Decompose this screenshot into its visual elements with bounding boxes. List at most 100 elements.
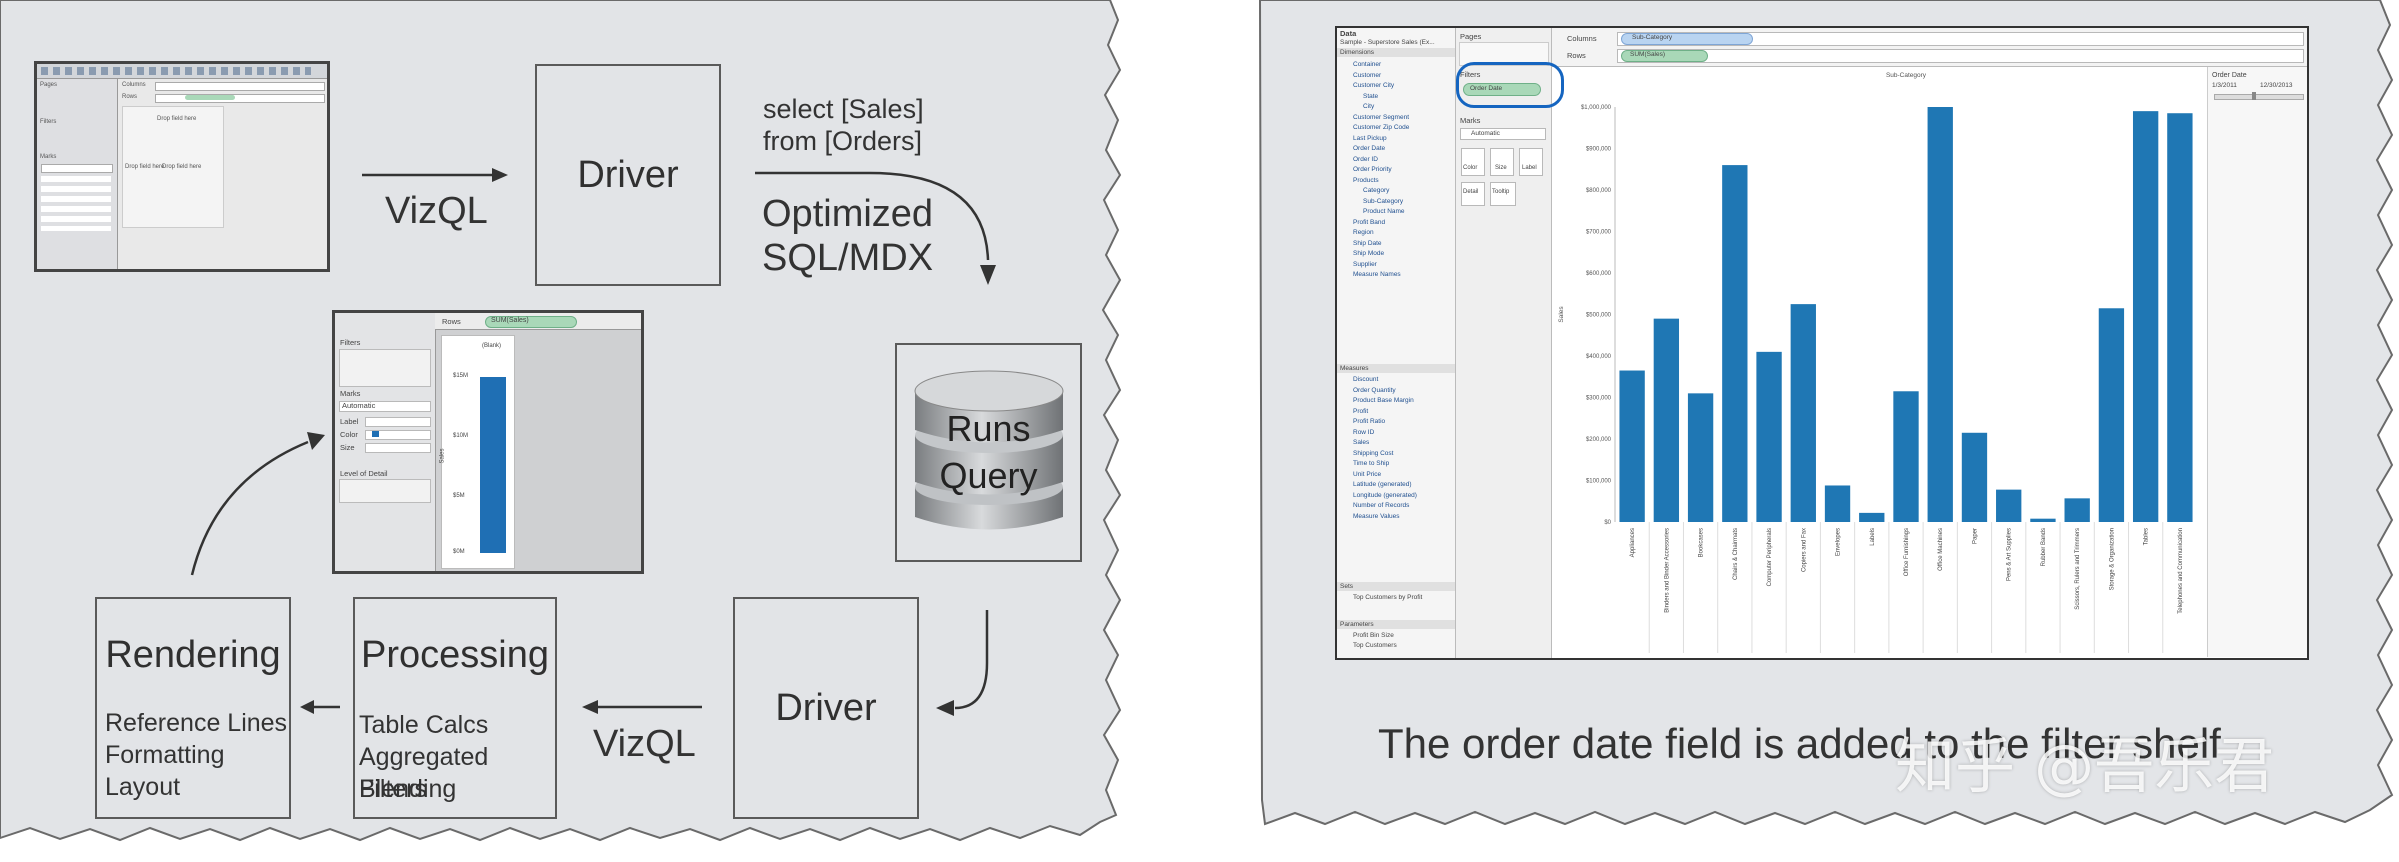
y-axis-label: Sales	[1558, 306, 1565, 323]
x-tick-label: Tables	[2144, 528, 2150, 545]
marks-size-button[interactable]: Size	[1490, 148, 1514, 176]
x-tick-label: Computer Peripherals	[1767, 528, 1773, 586]
dimension-item[interactable]: Customer	[1353, 71, 1382, 79]
processing-box: Processing Table Calcs Aggregated Filter…	[353, 597, 557, 819]
measure-item[interactable]: Order Quantity	[1353, 386, 1396, 394]
card-title: Order Date	[2212, 72, 2247, 79]
bar[interactable]	[2098, 308, 2125, 522]
dimension-item[interactable]: Order ID	[1353, 155, 1378, 163]
x-tick-label: Envelopes	[1836, 528, 1842, 556]
parameters-label: Parameters	[1340, 621, 1374, 628]
dimension-item[interactable]: Profit Band	[1353, 218, 1386, 226]
marks-tooltip-button[interactable]: Tooltip	[1490, 182, 1516, 206]
parameter-item-1[interactable]: Profit Bin Size	[1353, 632, 1394, 639]
x-tick-label: Chairs & Chairmats	[1733, 528, 1739, 580]
bar[interactable]	[1893, 391, 1919, 522]
columns-pill[interactable]: Sub-Category	[1621, 33, 1753, 45]
filter-pill-order-date[interactable]: Order Date	[1463, 83, 1541, 96]
measure-item[interactable]: Number of Records	[1353, 502, 1410, 509]
y-tick-label: $200,000	[1586, 437, 1612, 443]
bar[interactable]	[2132, 111, 2159, 523]
dimension-item[interactable]: City	[1363, 103, 1375, 110]
date-range-slider[interactable]	[2214, 94, 2304, 100]
optimized-line-2: SQL/MDX	[762, 237, 934, 279]
bar[interactable]	[2167, 113, 2193, 522]
bar[interactable]	[1653, 318, 1680, 522]
dimension-item[interactable]: Ship Mode	[1353, 250, 1385, 257]
measure-item[interactable]: Sales	[1353, 439, 1370, 446]
measure-item[interactable]: Profit	[1353, 407, 1369, 415]
thumb-rows-label: Rows	[122, 94, 138, 100]
x-tick-label: Bookcases	[1699, 528, 1705, 557]
dimension-item[interactable]: Region	[1353, 229, 1374, 236]
bar[interactable]	[1927, 107, 1953, 522]
bar[interactable]	[1859, 512, 1885, 522]
rows-pill[interactable]: SUM(Sales)	[1621, 50, 1708, 62]
measure-item[interactable]: Latitude (generated)	[1353, 481, 1412, 488]
dimension-item[interactable]: Measure Names	[1353, 271, 1401, 278]
dimension-item[interactable]: Products	[1353, 176, 1379, 184]
dimension-item[interactable]: Order Priority	[1353, 166, 1392, 173]
y-tick-label: $100,000	[1586, 479, 1612, 485]
measure-item[interactable]: Profit Ratio	[1353, 418, 1386, 425]
marks-color-button[interactable]: Color	[1461, 148, 1485, 176]
dimension-item[interactable]: Container	[1353, 61, 1382, 68]
tableau-window: Data Sample - Superstore Sales (Ex... Di…	[1335, 26, 2309, 660]
y-tick-label: $600,000	[1586, 271, 1612, 277]
dimension-item[interactable]: Product Name	[1363, 208, 1405, 215]
measure-item[interactable]: Measure Values	[1353, 512, 1400, 520]
driver-bottom-title: Driver	[775, 687, 877, 729]
arrow-to-chart-thumbnail	[190, 432, 325, 576]
bar[interactable]	[1687, 393, 1714, 522]
dimension-item[interactable]: Order Date	[1353, 145, 1386, 152]
y-tick-label: $0	[1604, 520, 1611, 526]
bar[interactable]	[1756, 351, 1782, 522]
set-item[interactable]: Top Customers by Profit	[1353, 594, 1423, 601]
dimension-item[interactable]: Customer Zip Code	[1353, 124, 1410, 131]
thumb2-automatic: Automatic	[342, 401, 376, 410]
x-tick-label: Office Furnishings	[1904, 528, 1910, 576]
dimension-item[interactable]: Category	[1363, 187, 1390, 194]
filter-highlight-ring	[1456, 62, 1564, 108]
data-source[interactable]: Sample - Superstore Sales (Ex...	[1340, 39, 1435, 46]
measure-item[interactable]: Longitude (generated)	[1353, 491, 1417, 499]
bar[interactable]	[1790, 304, 1816, 522]
marks-detail-button[interactable]: Detail	[1461, 182, 1485, 206]
tableau-chart-thumbnail: Rows SUM(Sales) Filters Marks Automatic …	[332, 310, 644, 574]
arrow-to-driver-bottom	[936, 610, 989, 716]
dimension-item[interactable]: Sub-Category	[1363, 197, 1404, 205]
measure-item[interactable]: Shipping Cost	[1353, 449, 1394, 457]
dimension-item[interactable]: Last Pickup	[1353, 134, 1387, 142]
dimension-item[interactable]: Customer City	[1353, 82, 1395, 89]
columns-label: Columns	[1567, 34, 1597, 43]
measure-item[interactable]: Time to Ship	[1353, 460, 1390, 467]
bar[interactable]	[1722, 165, 1748, 522]
data-pane: Data Sample - Superstore Sales (Ex... Di…	[1337, 28, 1456, 658]
shelves-pane: Pages Filters Order Date Marks Automatic…	[1456, 28, 1552, 658]
dimension-item[interactable]: State	[1363, 92, 1379, 100]
thumb2-ylabel: Sales	[439, 448, 446, 464]
measure-item[interactable]: Discount	[1353, 376, 1379, 383]
parameter-item-2[interactable]: Top Customers	[1353, 642, 1397, 649]
bar[interactable]	[2064, 498, 2090, 522]
dimension-item[interactable]: Customer Segment	[1353, 113, 1409, 121]
marks-label-button[interactable]: Label	[1519, 148, 1543, 176]
measure-item[interactable]: Row ID	[1353, 428, 1375, 436]
x-tick-label: Rubber Bands	[2041, 528, 2047, 566]
arrow-vizql-top	[362, 168, 508, 182]
thumb2-tick-2: $10M	[453, 433, 469, 439]
bar[interactable]	[1996, 489, 2022, 522]
measure-item[interactable]: Unit Price	[1353, 470, 1382, 478]
bar[interactable]	[1619, 370, 1645, 522]
thumb-columns-label: Columns	[122, 82, 146, 88]
measure-item[interactable]: Product Base Margin	[1353, 397, 1414, 404]
bar[interactable]	[1824, 485, 1851, 522]
dimension-item[interactable]: Ship Date	[1353, 239, 1382, 247]
bar[interactable]	[2030, 518, 2056, 522]
dimension-item[interactable]: Supplier	[1353, 260, 1377, 268]
processing-item-3: Blending	[359, 775, 457, 803]
marks-type-select[interactable]: Automatic	[1460, 128, 1546, 140]
x-tick-label: Telephones and Communication	[2178, 528, 2184, 614]
processing-item-2: Aggregated Filters	[359, 743, 489, 803]
bar[interactable]	[1961, 432, 1988, 522]
